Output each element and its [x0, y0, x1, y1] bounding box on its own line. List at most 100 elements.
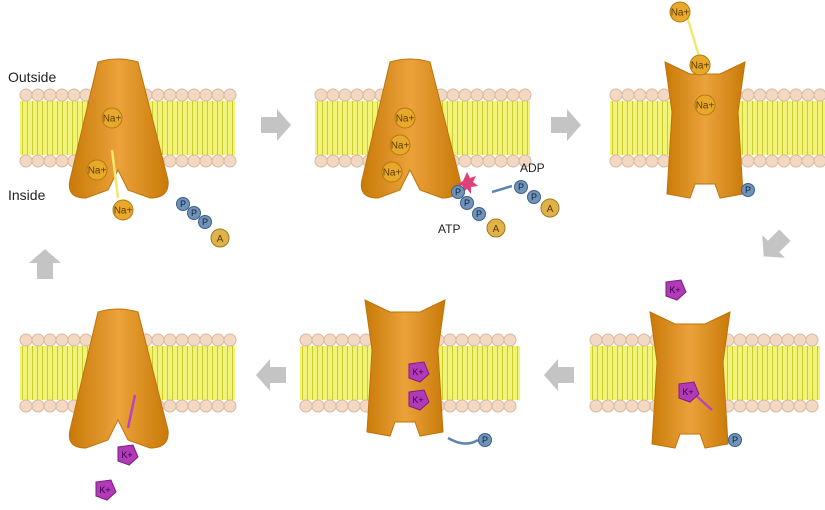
lipid-head	[151, 333, 165, 347]
lipid-head	[314, 154, 328, 168]
lipid-head	[625, 333, 639, 347]
lipid-head	[455, 333, 469, 347]
phosphate-icon	[451, 185, 465, 199]
lipid-head	[187, 333, 201, 347]
lipid-head	[781, 333, 795, 347]
lipid-head	[443, 399, 457, 413]
lipid-head	[781, 399, 795, 413]
sodium-ion-icon	[86, 159, 108, 181]
lipid-head	[338, 88, 352, 102]
phosphate-label: P	[180, 199, 186, 209]
phosphate-icon	[741, 183, 755, 197]
lipid-head	[211, 333, 225, 347]
lipid-head	[19, 399, 33, 413]
potassium-ion-icon	[117, 444, 139, 466]
potassium-ion-label: K+	[121, 450, 132, 460]
lipid-head	[350, 88, 364, 102]
lipid-head	[350, 154, 364, 168]
potassium-ion-icon	[408, 361, 430, 383]
lipid-head	[175, 88, 189, 102]
cycle-arrow-icon	[551, 109, 581, 141]
lipid-head	[223, 399, 237, 413]
lipid-head	[494, 154, 508, 168]
lipid-head	[211, 399, 225, 413]
lipid-head	[470, 88, 484, 102]
lipid-head	[491, 399, 505, 413]
lipid-head	[609, 154, 623, 168]
lipid-head	[199, 333, 213, 347]
phosphate-icon	[472, 207, 486, 221]
sodium-ion-icon	[389, 134, 411, 156]
lipid-head	[311, 399, 325, 413]
phosphate-label: P	[518, 182, 524, 192]
lipid-head	[199, 88, 213, 102]
pump-protein	[360, 58, 461, 199]
lipid-head	[801, 154, 815, 168]
lipid-head	[793, 399, 807, 413]
pump-protein	[664, 61, 746, 199]
sodium-ion-icon	[669, 1, 691, 23]
lipid-head	[163, 154, 177, 168]
lipid-head	[805, 333, 819, 347]
lipid-head	[637, 333, 651, 347]
lipid-head	[43, 333, 57, 347]
potassium-ion-icon	[95, 479, 117, 501]
lipid-head	[625, 399, 639, 413]
lipid-head	[338, 154, 352, 168]
lipid-head	[482, 88, 496, 102]
lipid-head	[446, 88, 460, 102]
lipid-head	[789, 154, 803, 168]
lipid-head	[31, 333, 45, 347]
lipid-head	[506, 88, 520, 102]
lipid-head	[43, 399, 57, 413]
lipid-head	[621, 154, 635, 168]
lipid-head	[223, 333, 237, 347]
lipid-head	[211, 88, 225, 102]
lipid-head	[326, 88, 340, 102]
lipid-head	[187, 88, 201, 102]
lipid-head	[467, 333, 481, 347]
lipid-head	[67, 333, 81, 347]
lipid-head	[645, 88, 659, 102]
lipid-head	[19, 154, 33, 168]
potassium-ion-icon	[678, 381, 700, 403]
lipid-head	[19, 88, 33, 102]
adenosine-label: A	[547, 204, 554, 215]
sodium-ion-label: Na+	[88, 166, 107, 177]
lipid-head	[55, 154, 69, 168]
lipid-head	[199, 154, 213, 168]
adenosine-label: A	[217, 234, 224, 245]
phosphate-label: P	[464, 198, 470, 208]
potassium-ion-icon	[408, 389, 430, 411]
lipid-head	[789, 88, 803, 102]
outside-label: Outside	[8, 69, 56, 85]
lipid-head	[482, 154, 496, 168]
phosphate-icon	[728, 433, 742, 447]
lipid-head	[745, 399, 759, 413]
lipid-head	[467, 399, 481, 413]
phosphate-icon	[527, 190, 541, 204]
lipid-head	[503, 333, 517, 347]
inside-label: Inside	[8, 187, 46, 203]
lipid-head	[347, 399, 361, 413]
atp-label: ATP	[438, 222, 460, 236]
lipid-head	[757, 333, 771, 347]
phosphate-label: P	[482, 435, 488, 445]
adenosine-icon	[486, 218, 506, 238]
phosphate-icon	[176, 197, 190, 211]
lipid-head	[613, 399, 627, 413]
potassium-ion-label: K+	[99, 485, 110, 495]
lipid-head	[31, 154, 45, 168]
lipid-head	[43, 154, 57, 168]
sodium-ion-label: Na+	[396, 114, 415, 125]
lipid-head	[187, 399, 201, 413]
lipid-head	[326, 154, 340, 168]
lipid-head	[503, 399, 517, 413]
lipid-head	[637, 399, 651, 413]
lipid-head	[175, 154, 189, 168]
lipid-head	[323, 333, 337, 347]
phosphate-icon	[460, 196, 474, 210]
lipid-head	[765, 154, 779, 168]
lipid-head	[777, 88, 791, 102]
